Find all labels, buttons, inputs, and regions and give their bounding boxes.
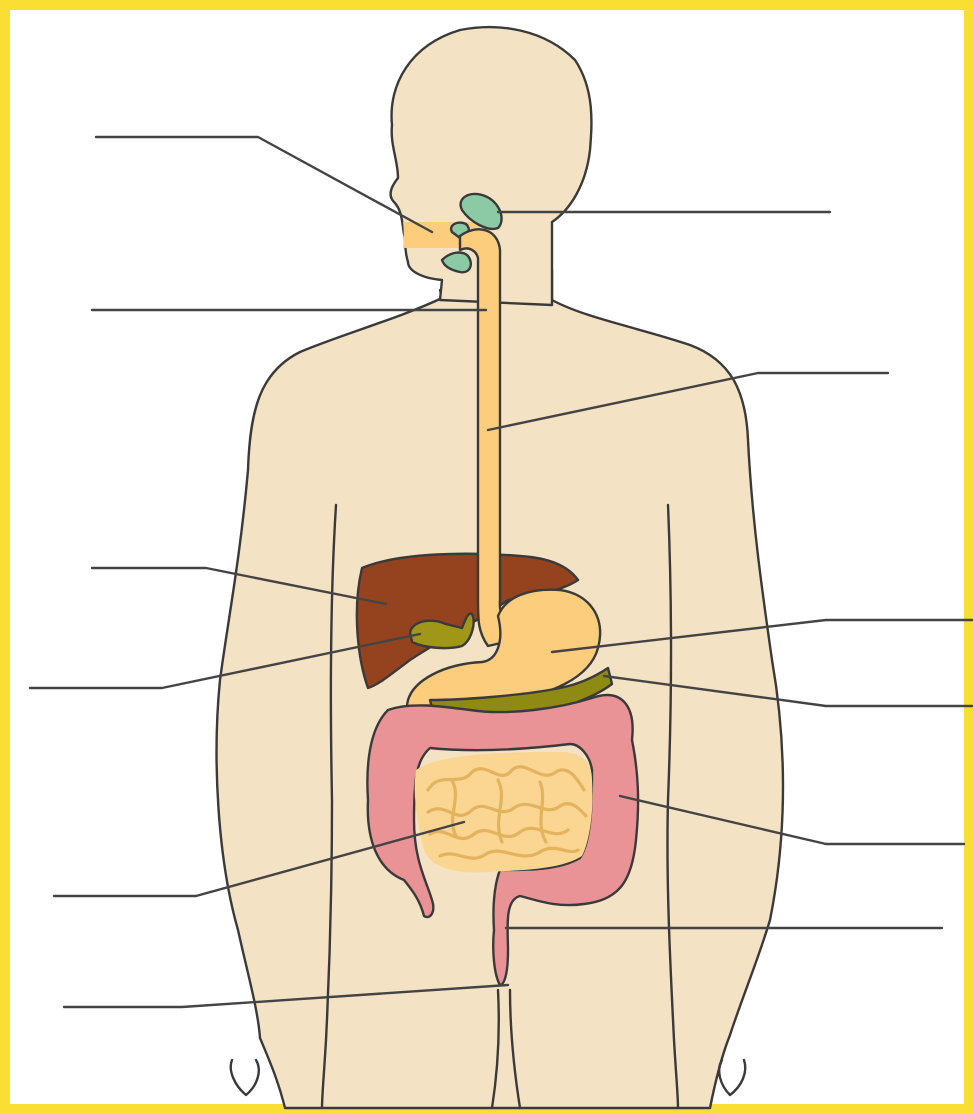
small-intestine [415, 752, 593, 872]
